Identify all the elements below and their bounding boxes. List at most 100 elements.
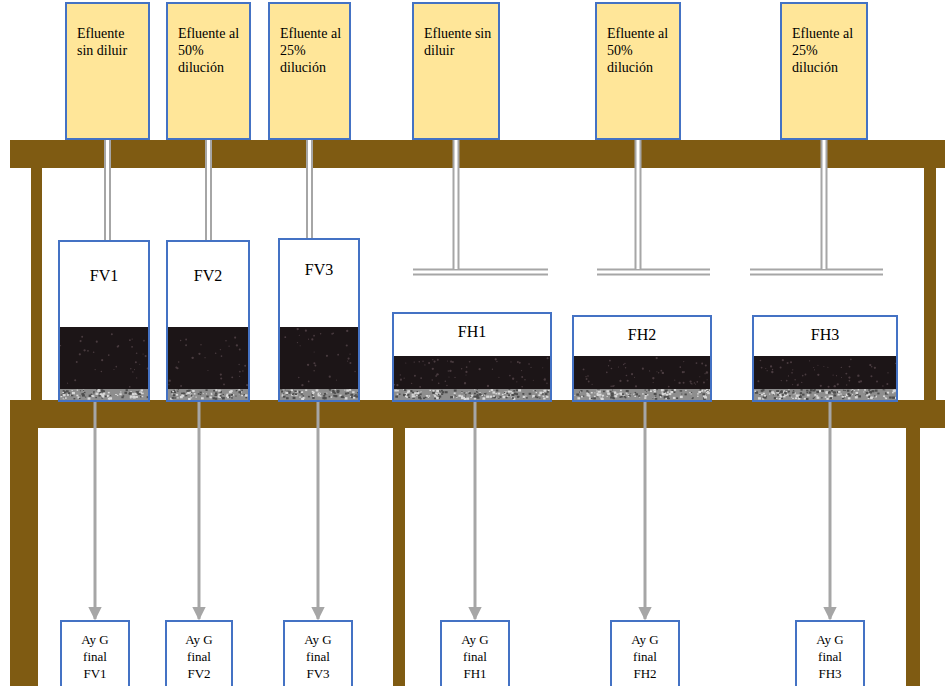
pipe-wall [597,269,710,276]
node-label: FH2 [574,325,710,344]
sand-grains [60,333,148,387]
node-label: Ay G final FH2 [612,632,678,683]
sand-layer [754,356,896,389]
pipe-wall [453,140,460,269]
node-label: FV1 [60,266,148,285]
pipe-bore [413,271,548,274]
pipe-wall [750,269,883,276]
pipe-bore [637,140,640,269]
gravel-layer [574,389,710,400]
filter-media [60,242,148,400]
sand-layer [394,356,550,389]
flow-arrow [94,402,97,619]
outflow-arrow [199,402,200,619]
node-label: Efluente sin diluir [414,26,498,60]
effluent-tank: Efluente al 50% dilución [595,2,681,140]
node-label: Ay G final FV1 [62,632,128,683]
node-label: Efluente sin diluir [67,26,148,60]
final-sample-box: Ay G final FV1 [60,620,130,686]
sand-layer [60,327,148,389]
pipe-bore [823,140,826,269]
final-sample-box: Ay G final FV2 [165,620,233,686]
pipe-wall [821,140,828,269]
outflow-arrow [830,402,831,619]
sand-grains [168,337,248,387]
node-label: FV2 [168,266,248,285]
rack-post [31,168,42,402]
sand-grains [757,359,896,388]
node-label: Efluente al 50% dilución [168,26,249,76]
outflow-arrow [318,402,319,619]
pipe-wall [635,140,642,269]
final-sample-box: Ay G final FH2 [610,620,680,686]
filter-box: FV1 [58,240,150,402]
node-label: Ay G final FV2 [167,632,231,683]
node-label: FV3 [280,260,358,279]
sand-grains [394,357,549,388]
gravel-stones [170,389,247,400]
effluent-tank: Efluente sin diluir [412,2,500,140]
pipe-bore [455,140,458,269]
gravel-layer [754,389,896,400]
node-label: Efluente al 25% dilución [782,26,866,76]
gravel-stones [280,389,358,400]
flow-arrow [644,402,647,619]
filter-box: FH1 [392,312,552,402]
flow-arrow [474,402,477,619]
rack-leg [906,428,920,686]
gravel-layer [168,389,248,400]
node-label: FH3 [754,325,896,344]
pipe-wall [306,140,313,238]
sand-layer [280,327,358,389]
node-label: Efluente al 50% dilución [597,26,679,76]
middle-shelf [10,400,945,428]
effluent-tank: Efluente al 25% dilución [780,2,868,140]
gravel-layer [394,389,550,400]
flow-arrow [198,402,201,619]
rack-post [924,168,936,402]
filter-box: FH2 [572,315,712,402]
filter-media [168,242,248,400]
rack-leg [393,428,405,686]
pipe-bore [207,140,210,240]
feed-pipe [750,140,883,272]
pipe-bore [597,271,710,274]
gravel-layer [60,389,148,400]
pipe-wall [205,140,212,240]
feed-pipe [413,140,548,272]
filter-box: FH3 [752,315,898,402]
feed-pipe [107,140,108,240]
pipe-wall [413,269,548,276]
pipe-bore [106,140,109,240]
pipe-wall [104,140,111,240]
gravel-stones [60,389,148,400]
flow-arrow [317,402,320,619]
feed-pipe [208,140,209,240]
gravel-stones [394,389,549,400]
final-sample-box: Ay G final FV3 [283,620,353,686]
node-label: FH1 [394,322,550,341]
pipe-bore [750,271,883,274]
effluent-tank: Efluente sin diluir [65,2,150,140]
final-sample-box: Ay G final FH3 [795,620,865,686]
sand-layer [574,356,710,389]
feed-pipe [309,140,310,238]
top-shelf [10,140,945,168]
filter-box: FV3 [278,238,360,402]
effluent-tank: Efluente al 25% dilución [268,2,351,140]
outflow-arrow [95,402,96,619]
node-label: Ay G final FH3 [797,632,863,683]
gravel-layer [280,389,358,400]
node-label: Efluente al 25% dilución [270,26,349,76]
sand-layer [168,327,248,389]
gravel-stones [574,389,710,400]
sand-grains [284,328,355,386]
final-sample-box: Ay G final FH1 [440,620,510,686]
effluent-tank: Efluente al 50% dilución [166,2,251,140]
filter-box: FV2 [166,240,250,402]
node-label: Ay G final FV3 [285,632,351,683]
sand-grains [583,357,708,387]
feed-pipe [597,140,710,272]
rack-leg [10,428,38,686]
